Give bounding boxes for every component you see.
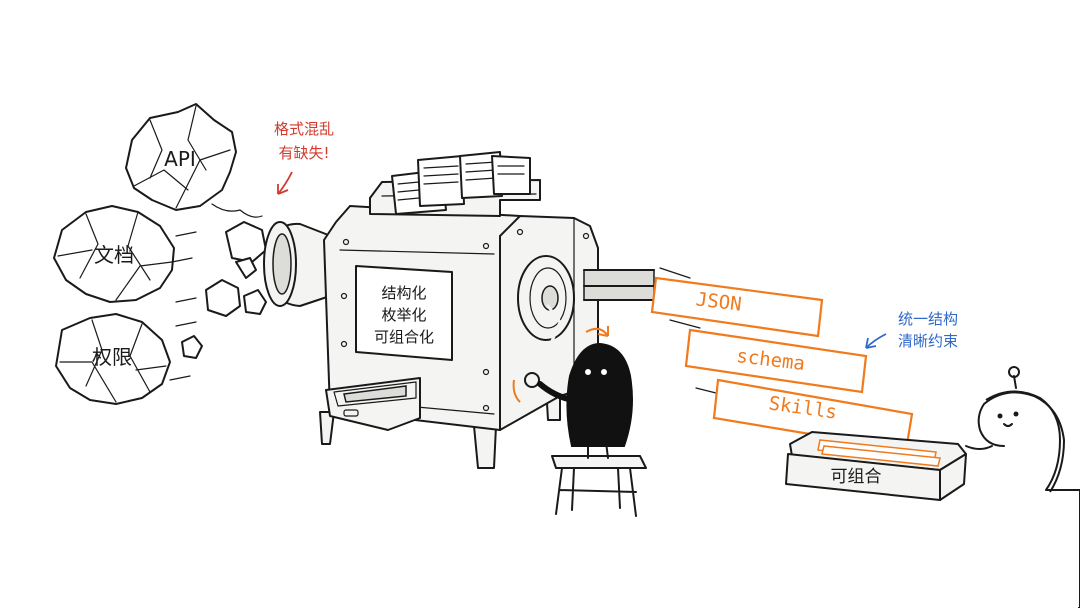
output-strip-json: JSON [650,276,824,338]
input-paper-permissions: 权限 [55,313,171,405]
messy-note-line2: 有缺失! [278,144,329,162]
character-body [566,342,633,447]
clear-note-line2: 清晰约束 [898,332,958,350]
clear-arrow-icon [865,333,887,349]
clear-annotation: 统一结构 清晰约束 [865,310,958,350]
messy-arrow-icon [277,171,293,195]
machine-plate [355,265,453,361]
processing-machine: 结构化 枚举化 可组合化 [263,151,655,469]
input-label-permissions: 权限 [92,345,132,369]
stool [551,455,647,517]
messy-annotation: 格式混乱 有缺失! [274,120,334,195]
plate-line2: 枚举化 [381,306,426,324]
hopper-documents [391,151,531,215]
robot-character [965,366,1080,608]
crank-wheel [517,255,575,341]
output-strip-schema: schema [684,328,868,394]
messy-note-line1: 格式混乱 [274,120,334,138]
plate-line3: 可组合化 [374,328,434,346]
output-strips: JSON schema Skills [650,267,914,452]
input-label-docs: 文档 [94,243,134,267]
tray-label: 可组合 [831,467,882,487]
plate-line1: 结构化 [381,284,426,302]
paper-scraps [169,203,267,381]
operator-character [537,342,647,517]
rotate-arrow-icon [585,327,609,337]
output-tray: 可组合 [785,431,967,501]
input-label-api: API [164,147,196,171]
input-paper-docs: 文档 [53,205,175,303]
rivets [340,228,590,412]
clear-note-line1: 统一结构 [898,310,958,328]
input-paper-api: API [125,103,237,211]
